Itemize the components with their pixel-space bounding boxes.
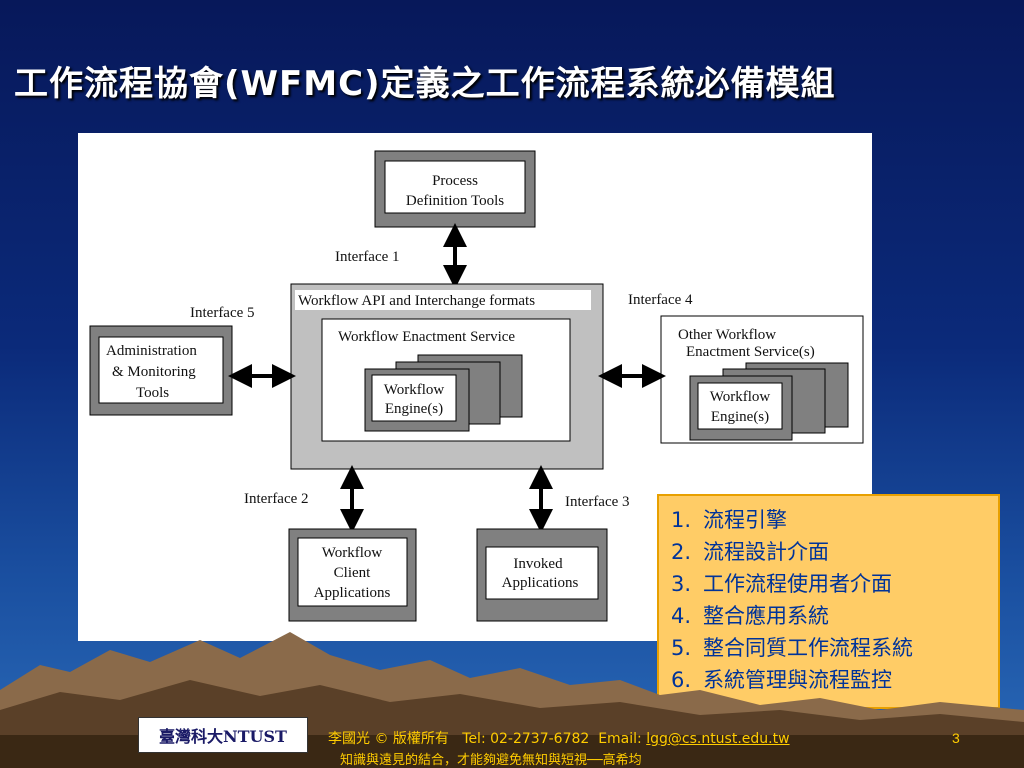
interface2-label: Interface 2: [244, 491, 309, 507]
invoked-line2: Applications: [502, 575, 579, 591]
api-label: Workflow API and Interchange formats: [298, 293, 535, 309]
other-workflow-box: Other Workflow Enactment Service(s) Work…: [660, 315, 864, 444]
engine-line2: Engine(s): [385, 401, 443, 417]
legend-item: 2.流程設計介面: [671, 540, 829, 564]
interface5-label: Interface 5: [190, 305, 255, 321]
process-definition-tools-box: Process Definition Tools: [374, 150, 536, 228]
footer-author: 李國光 © 版權所有: [328, 731, 449, 747]
interface4-label: Interface 4: [628, 292, 693, 308]
client-line2: Client: [334, 565, 371, 581]
invoked-applications-box: Invoked Applications: [476, 528, 608, 622]
footer-contact: 李國光 © 版權所有 Tel: 02-2737-6782 Email: lgg@…: [328, 728, 790, 748]
admin-monitoring-box: Administration & Monitoring Tools: [89, 325, 233, 416]
admin-line2: & Monitoring: [112, 364, 196, 380]
legend-item: 3.工作流程使用者介面: [671, 572, 892, 596]
legend-item: 6.系統管理與流程監控: [671, 668, 892, 692]
page-number: 3: [952, 730, 960, 746]
process-definition-line2: Definition Tools: [406, 193, 504, 209]
other-engine-line1: Workflow: [710, 389, 771, 405]
footer-email-label: Email:: [598, 731, 642, 747]
legend-item: 5.整合同質工作流程系統: [671, 636, 913, 660]
process-definition-line1: Process: [432, 173, 478, 189]
client-line1: Workflow: [322, 545, 383, 561]
engine-line1: Workflow: [384, 382, 445, 398]
legend-box: 1.流程引擎 2.流程設計介面 3.工作流程使用者介面 4.整合應用系統 5.整…: [657, 494, 1000, 709]
interface1-label: Interface 1: [335, 249, 400, 265]
other-engine-line2: Engine(s): [711, 409, 769, 425]
legend-item: 4.整合應用系統: [671, 604, 829, 628]
workflow-api-box: Workflow API and Interchange formats Wor…: [290, 283, 604, 470]
wfmc-reference-model-diagram: Process Definition Tools Interface 1 Wor…: [78, 133, 872, 641]
other-workflow-line2: Enactment Service(s): [686, 344, 815, 360]
client-line3: Applications: [314, 585, 391, 601]
footer-quote: 知識與遠見的結合，才能夠避免無知與短視──高希均: [340, 753, 642, 768]
interface3-label: Interface 3: [565, 494, 630, 510]
admin-line1: Administration: [106, 343, 197, 359]
other-workflow-line1: Other Workflow: [678, 327, 776, 343]
invoked-line1: Invoked: [513, 556, 563, 572]
admin-line3: Tools: [136, 385, 169, 401]
legend-item: 1.流程引擎: [671, 508, 787, 532]
footer-email-link[interactable]: lgg@cs.ntust.edu.tw: [646, 731, 790, 747]
ntust-logo: 臺灣科大NTUST: [138, 717, 308, 753]
workflow-client-box: Workflow Client Applications: [288, 528, 417, 622]
slide-title: 工作流程協會(WFMC)定義之工作流程系統必備模組: [14, 64, 836, 104]
footer-tel: Tel: 02-2737-6782: [462, 731, 590, 747]
enactment-service-label: Workflow Enactment Service: [338, 329, 515, 345]
